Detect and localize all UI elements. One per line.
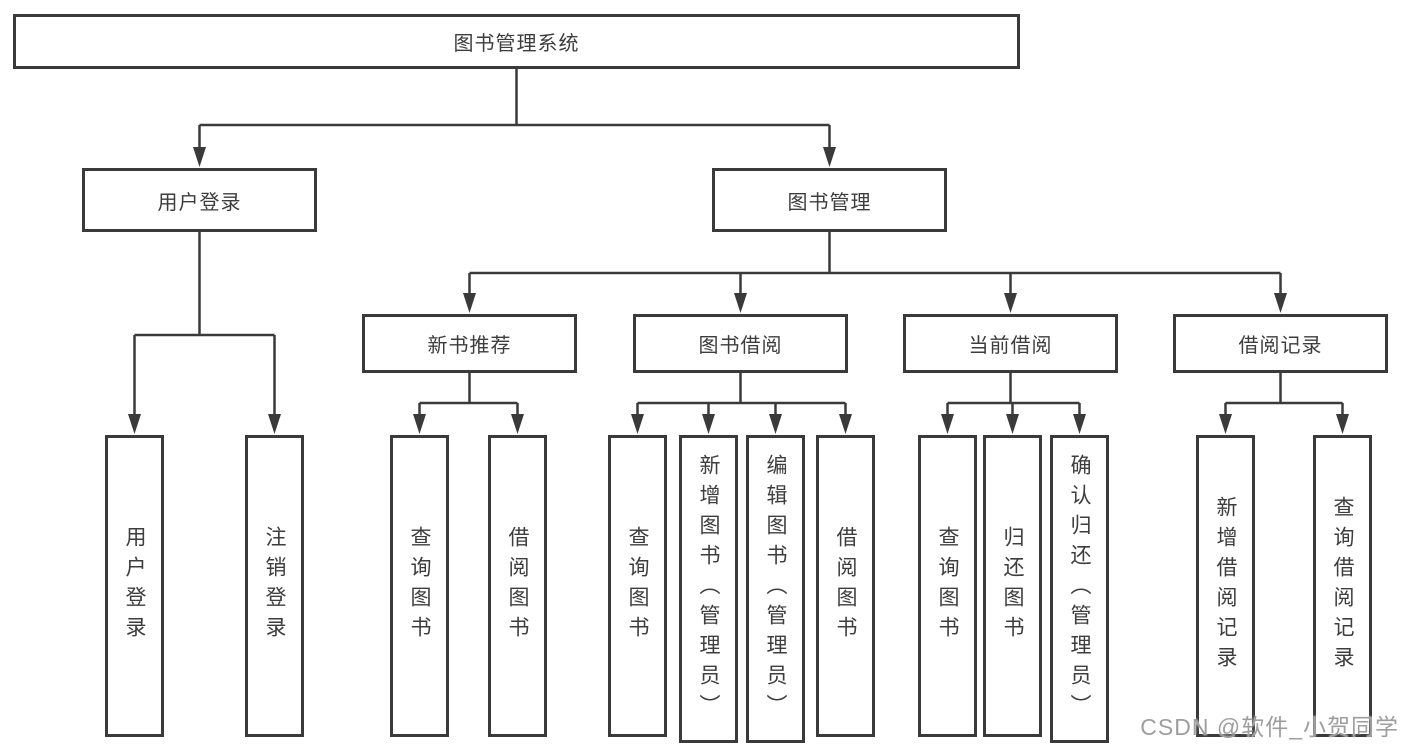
leaf-confirm-return-admin: 确认归还（管理员） [1050,435,1109,743]
node-current-borrow: 当前借阅 [903,314,1118,373]
node-root-label: 图书管理系统 [453,33,580,55]
leaf-confirm-return-admin-label: 确认归还（管理员） [1068,454,1091,724]
leaf-return-books-label: 归还图书 [1001,526,1024,646]
leaf-query-borrow-record-label: 查询借阅记录 [1331,496,1354,676]
node-book-management-label: 图书管理 [787,191,872,214]
leaf-query-borrow-record: 查询借阅记录 [1313,435,1372,737]
connector-root-to-level2 [198,69,831,150]
connector-current-branch [946,373,1081,416]
connector-borrow-branch [636,373,847,416]
node-borrow-records: 借阅记录 [1173,314,1388,373]
node-new-book-recommend: 新书推荐 [362,314,577,373]
leaf-add-borrow-record: 新增借阅记录 [1196,435,1255,737]
leaf-current-query-books-label: 查询图书 [936,526,959,646]
leaf-logout: 注销登录 [245,435,304,737]
arrowheads [128,147,1349,434]
connector-new-books-branch [418,373,519,416]
leaf-user-login: 用户登录 [105,435,164,737]
node-current-borrow-label: 当前借阅 [968,335,1053,357]
node-root-library-system: 图书管理系统 [13,14,1020,69]
leaf-borrow-borrow-books: 借阅图书 [816,435,875,737]
node-user-login: 用户登录 [82,168,317,232]
leaf-borrow-query-books-label: 查询图书 [626,526,649,646]
leaf-logout-label: 注销登录 [263,526,286,646]
connector-user-login-branch [133,232,276,416]
leaf-borrow-query-books: 查询图书 [608,435,667,737]
leaf-add-borrow-record-label: 新增借阅记录 [1214,496,1237,676]
leaf-add-books-admin-label: 新增图书（管理员） [697,454,720,724]
node-book-borrow-label: 图书借阅 [698,335,783,357]
leaf-add-books-admin: 新增图书（管理员） [679,435,738,743]
connector-records-branch [1224,373,1344,416]
node-new-book-recommend-label: 新书推荐 [427,335,512,357]
leaf-edit-books-admin: 编辑图书（管理员） [746,435,805,743]
node-book-borrow: 图书借阅 [633,314,848,373]
leaf-newbooks-borrow-books: 借阅图书 [488,435,547,737]
csdn-watermark: CSDN @软件_小贺同学 [1140,714,1399,740]
leaf-return-books: 归还图书 [983,435,1042,737]
node-user-login-label: 用户登录 [157,191,242,214]
leaf-current-query-books: 查询图书 [918,435,977,737]
leaf-newbooks-query-books-label: 查询图书 [408,526,431,646]
leaf-edit-books-admin-label: 编辑图书（管理员） [764,454,787,724]
leaf-borrow-borrow-books-label: 借阅图书 [834,526,857,646]
connector-book-mgmt-to-level3 [468,232,1282,296]
leaf-newbooks-query-books: 查询图书 [390,435,449,737]
leaf-newbooks-borrow-books-label: 借阅图书 [506,526,529,646]
node-book-management: 图书管理 [712,168,947,232]
leaf-user-login-label: 用户登录 [123,526,146,646]
node-borrow-records-label: 借阅记录 [1238,335,1323,357]
